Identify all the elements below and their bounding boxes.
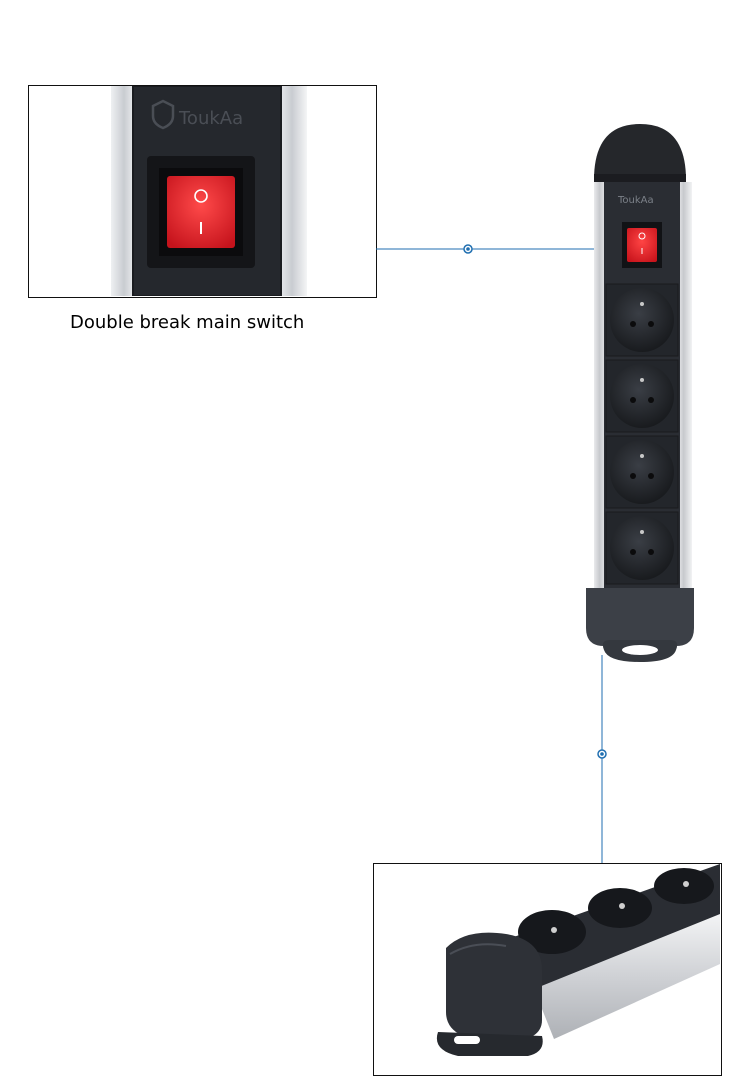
switch-closeup-photo: ToukAa <box>111 86 307 296</box>
switch-on-symbol-icon <box>200 222 202 234</box>
strip-switch-icon <box>627 228 657 262</box>
end-cap-icon <box>446 932 542 1042</box>
power-strip-product: ToukAa <box>586 124 694 662</box>
strip-brand-text: ToukAa <box>617 195 654 206</box>
switch-closeup-inset: ToukAa <box>28 85 377 298</box>
socket-4-icon <box>605 511 679 585</box>
socket-1-icon <box>605 283 679 357</box>
endcap-closeup-inset <box>373 863 722 1076</box>
endcap-connector-line <box>597 655 607 865</box>
switch-caption: Double break main switch <box>70 312 305 333</box>
brand-logo-text: ToukAa <box>178 108 243 129</box>
switch-off-symbol-icon <box>194 189 208 203</box>
red-switch-button <box>167 176 235 248</box>
endcap-closeup-photo <box>436 864 720 1056</box>
brand-logo-icon: ToukAa <box>151 99 243 130</box>
switch-connector-line <box>376 244 596 254</box>
socket-2-icon <box>605 359 679 433</box>
socket-3-icon <box>605 435 679 509</box>
